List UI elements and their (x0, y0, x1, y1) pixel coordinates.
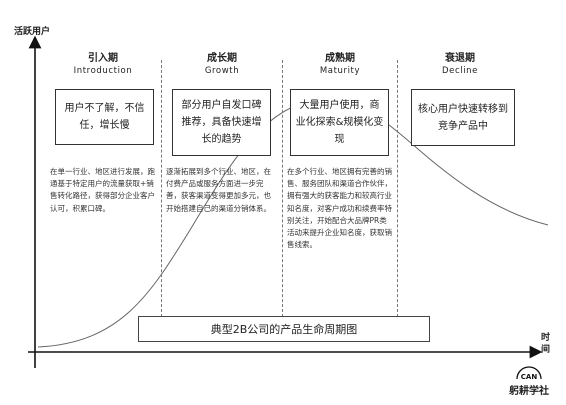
logo-mark: CAN (521, 373, 538, 381)
phase-title-growth: 成长期 (207, 53, 237, 64)
phase-desc-introduction: 在单一行业、地区进行发展，跑通基于特定用户的流量获取+销售转化路径，获得部分企业… (50, 167, 155, 213)
divider-1 (161, 60, 162, 322)
x-axis-label-1: 时 (541, 333, 551, 343)
phase-title-decline: 衰退期 (445, 53, 475, 64)
phase-box-maturity: 大量用户使用，商业化探索&规模化变现 (290, 89, 389, 156)
diagram-title-box: 典型2B公司的产品生命周期图 (138, 316, 430, 342)
divider-2 (282, 60, 283, 322)
phase-subtitle-growth: Growth (204, 66, 240, 76)
y-axis-label: 活跃用户 (14, 27, 51, 37)
phase-box-decline: 核心用户快速转移到竞争产品中 (411, 89, 515, 146)
diagram-title: 典型2B公司的产品生命周期图 (210, 323, 358, 336)
phase-subtitle-introduction: Introduction (73, 66, 133, 76)
phase-desc-maturity: 在多个行业、地区拥有完善的销售、服务团队和渠道合作伙伴，拥有强大的获客能力和较高… (287, 167, 392, 250)
logo-seal-icon: CAN (516, 366, 542, 381)
logo-text: 躬耕学社 (509, 386, 549, 397)
phase-box-introduction: 用户不了解，不信任，增长慢 (55, 89, 154, 145)
logo: CAN 躬耕学社 (497, 362, 561, 402)
x-axis-label-2: 间 (541, 345, 551, 355)
phase-subtitle-decline: Decline (442, 66, 478, 76)
phase-subtitle-maturity: Maturity (319, 66, 361, 76)
divider-3 (397, 60, 398, 322)
phase-box-growth: 部分用户自发口碑推荐，具备快速增长的趋势 (172, 89, 271, 156)
phase-desc-growth: 逐渐拓展到多个行业、地区，在付费产品或服务方面进一步完善，获客渠道变得更加多元，… (166, 167, 271, 213)
phase-title-maturity: 成熟期 (325, 53, 355, 64)
phase-title-introduction: 引入期 (88, 53, 118, 64)
